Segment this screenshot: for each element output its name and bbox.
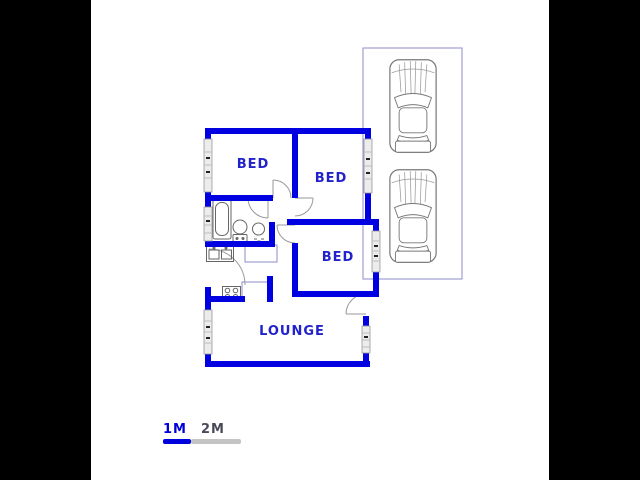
wall-bed1-bottom: [205, 195, 273, 201]
wall-bed3-left: [292, 243, 298, 297]
car-icon: [389, 169, 437, 263]
room-label-bed3: BED: [321, 250, 355, 265]
wall-hall-bed3-top: [287, 219, 379, 225]
wall-kitchen-south: [205, 296, 245, 302]
window-icon: [203, 309, 213, 355]
car-icon: [389, 59, 437, 153]
window-icon: [363, 138, 373, 194]
scale-label-1m: 1M: [163, 422, 187, 437]
wall-kitchen-east: [267, 276, 273, 302]
wall-bathroom-east: [269, 222, 275, 247]
toilet-icon: [232, 219, 248, 243]
window-icon: [371, 230, 381, 273]
wall-bed1-bed2-divider: [292, 128, 298, 198]
wall-exterior-bottom: [205, 361, 370, 367]
stove-counter: [241, 281, 267, 296]
scale-bar-segment-1m: [163, 439, 191, 444]
window-icon: [203, 138, 213, 193]
room-label-lounge: LOUNGE: [259, 324, 325, 339]
door-bed2: [294, 197, 314, 217]
basin-icon: [252, 222, 265, 242]
drawing-paper: [91, 0, 549, 480]
bathtub-icon: [212, 198, 232, 240]
room-label-bed1: BED: [236, 157, 270, 172]
windows: [203, 138, 381, 355]
wall-bathroom-south: [205, 241, 274, 247]
door-back: [208, 248, 246, 286]
room-label-bed2: BED: [314, 171, 348, 186]
wall-exterior-top: [205, 128, 371, 134]
door-bed3: [276, 224, 296, 244]
window-icon: [361, 325, 371, 354]
scale-bar-segment-2m: [191, 439, 241, 444]
wall-bed3-bottom: [293, 291, 379, 297]
vanity-counter: [244, 244, 278, 263]
scale-label-2m: 2M: [201, 422, 225, 437]
door-bed1: [272, 179, 292, 199]
window-icon: [203, 206, 213, 242]
